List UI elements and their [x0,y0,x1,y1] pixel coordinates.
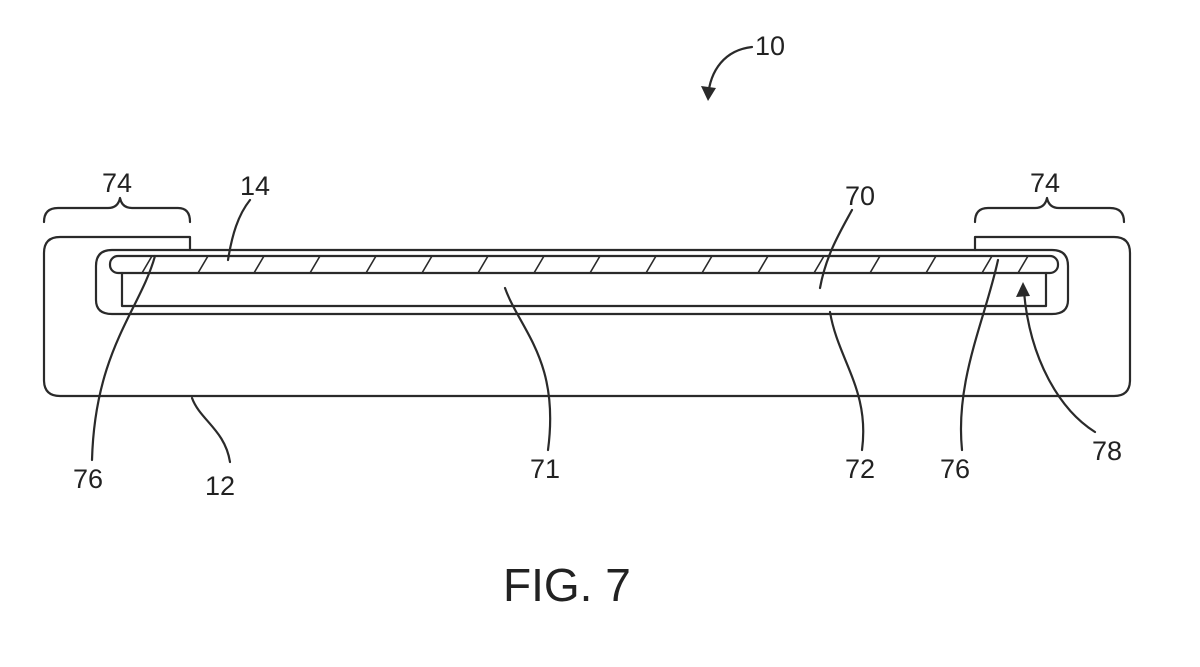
label-display: 70 [845,181,875,211]
recess-outline [94,248,1070,316]
label-right-edge: 76 [940,454,970,484]
gap-arrowhead [1016,282,1030,297]
device-pointer-arrowhead [701,86,716,101]
label-gap: 78 [1092,436,1122,466]
label-display-layer: 71 [530,454,560,484]
cover-layer [108,254,1060,275]
leader-display [818,208,854,290]
right-bracket [973,196,1126,224]
leader-right-edge [959,258,1000,452]
label-device: 10 [755,31,785,61]
leader-gap [1022,290,1097,434]
leader-left-edge [90,254,157,462]
leader-cover-layer [226,198,252,262]
label-left-bracket: 74 [102,168,132,198]
cover-layer-hatching [141,255,1029,274]
label-housing: 12 [205,471,235,501]
label-right-bracket: 74 [1030,168,1060,198]
leader-display-layer [503,286,552,452]
label-left-edge: 76 [73,464,103,494]
backing-layer [120,271,1048,308]
housing-outline [42,235,1132,398]
figure-caption: FIG. 7 [503,559,631,611]
label-backing: 72 [845,454,875,484]
label-cover-layer: 14 [240,171,270,201]
leader-housing [190,396,232,464]
left-bracket [42,196,192,224]
leader-backing [828,310,865,452]
